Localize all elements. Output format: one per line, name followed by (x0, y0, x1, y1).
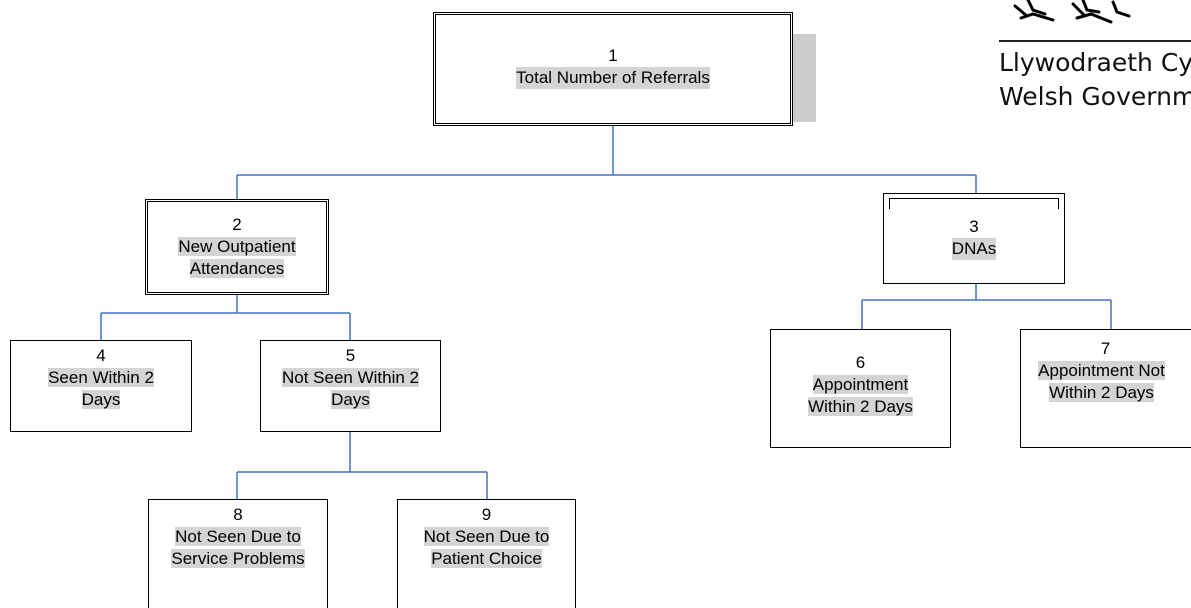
node-2-box: 2 New Outpatient Attendances (145, 199, 329, 295)
node-3-label: DNAs (951, 238, 997, 260)
node-5-box: 5 Not Seen Within 2 Days (260, 340, 441, 432)
node-3-id: 3 (969, 217, 979, 236)
connector-5-children (236, 432, 488, 499)
connector-1-children (236, 126, 977, 199)
node-9-box: 9 Not Seen Due to Patient Choice (397, 499, 576, 608)
welsh-government-logo: Llywodraeth Cymru Welsh Government (993, 0, 1191, 120)
node-8-label: Not Seen Due to Service Problems (171, 527, 305, 568)
connector-2-children (100, 295, 351, 340)
connector-3-children (861, 284, 1112, 329)
node-7-id: 7 (1100, 339, 1111, 358)
node-1-box: 1 Total Number of Referrals (433, 12, 793, 126)
node-4-label: Seen Within 2 Days (48, 368, 154, 409)
node-9-label: Not Seen Due to Patient Choice (423, 527, 550, 568)
node-5-label: Not Seen Within 2 Days (281, 368, 419, 409)
node-8-id: 8 (233, 505, 243, 524)
node-8-box: 8 Not Seen Due to Service Problems (148, 499, 328, 608)
node-6-box: 6 Appointment Within 2 Days (770, 329, 951, 448)
logo-text-english: Welsh Government (999, 82, 1191, 111)
node-4-id: 4 (96, 346, 106, 365)
node-7-box: 7 Appointment Not Within 2 Days (1020, 329, 1191, 448)
logo-text-welsh: Llywodraeth Cymru (999, 48, 1191, 77)
node-7-label: Appointment Not Within 2 Days (1038, 361, 1165, 402)
node-2-id: 2 (232, 215, 242, 234)
node-3-bracket (889, 198, 1059, 209)
node-1-label: Total Number of Referrals (516, 67, 710, 89)
node-1-id: 1 (608, 46, 618, 65)
node-6-id: 6 (855, 353, 866, 372)
node-2-label: New Outpatient Attendances (178, 237, 296, 278)
dragon-emblem-icon (1013, 0, 1131, 24)
node-3-box: 3 DNAs (883, 193, 1065, 284)
node-6-label: Appointment Within 2 Days (808, 375, 913, 416)
logo-divider (999, 40, 1191, 42)
node-9-id: 9 (481, 505, 492, 524)
node-5-id: 5 (345, 346, 356, 365)
node-4-box: 4 Seen Within 2 Days (10, 340, 192, 432)
